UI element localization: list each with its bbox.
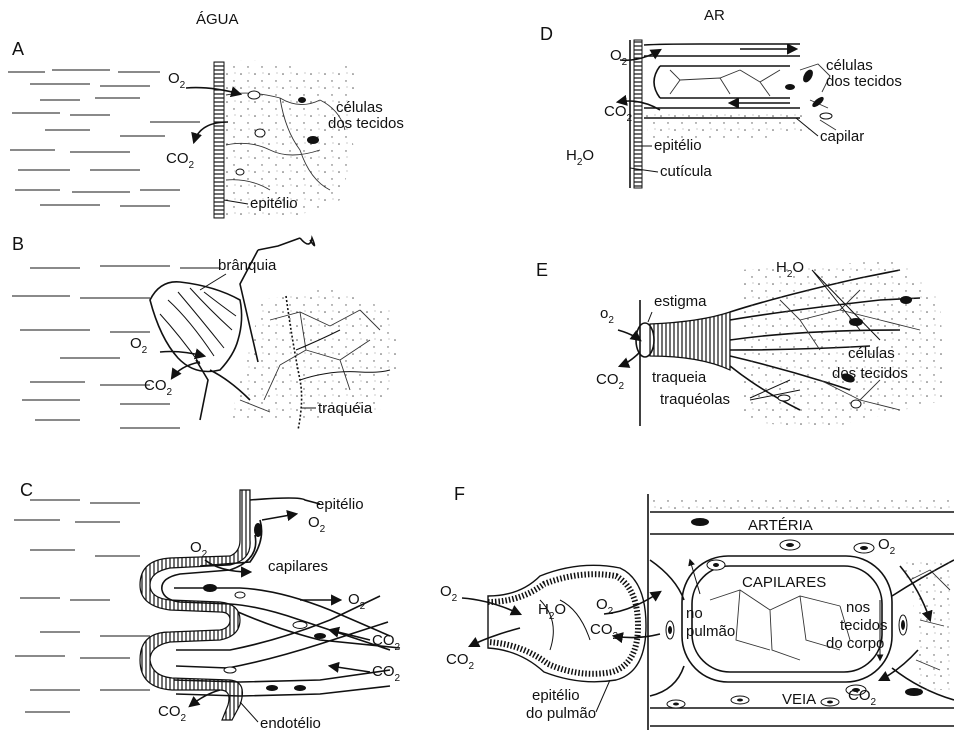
panel-f-co2-tissue-label: CO2 (848, 687, 877, 708)
panel-a: A O2 CO2 células dos tecidos epitélio (8, 39, 404, 218)
panel-f-artery-label: ARTÉRIA (748, 517, 813, 534)
panel-b-tissue (230, 288, 400, 420)
panel-e-tracheoles-label: traquéolas (660, 391, 730, 408)
panel-e-trachea-label: traqueia (652, 369, 707, 386)
panel-c-capillaries-label: capilares (268, 558, 328, 575)
panel-a-co2-label: CO2 (166, 150, 195, 171)
panel-e-trachea (650, 312, 730, 370)
panel-a-o2-label: O2 (168, 70, 186, 91)
panel-c-letter: C (20, 480, 33, 500)
panel-f-body-tissue (900, 560, 954, 690)
panel-f-lung-epithelium-label-1: epitélio (532, 687, 580, 704)
panel-f-alveolus-outer (488, 565, 646, 681)
panel-e-cells-label-1: células (848, 345, 895, 362)
panel-f-co2-from-tissue-arrow (880, 650, 918, 680)
panel-e-co2-label: CO2 (596, 371, 625, 392)
panel-c-o2-right-label: O2 (348, 591, 366, 612)
panel-f: F (440, 484, 954, 730)
panel-c-endothelium-label: endotélio (260, 715, 321, 732)
panel-f-h2o-label: H2O (538, 601, 566, 622)
panel-b-o2-arrow (160, 352, 204, 357)
panel-d-tissue (644, 44, 810, 142)
panel-f-o2-in-label: O2 (440, 583, 458, 604)
panel-c-co2-label-1: CO2 (372, 632, 401, 653)
panel-c-co2-label-2: CO2 (372, 663, 401, 684)
header-agua: ÁGUA (196, 11, 239, 28)
panel-c: C epitélio O2 O2 capilares O2 CO2 CO2 CO… (14, 480, 401, 732)
panel-c-epithelium-label: epitélio (316, 496, 364, 513)
panel-c-capillaries (162, 498, 400, 696)
panel-b-water-lines (12, 266, 220, 428)
panel-c-co2-arrow-2 (330, 666, 370, 672)
panel-a-cells-label-1: células (336, 99, 383, 116)
panel-f-co2-blood-label: CO2 (590, 621, 619, 642)
panel-d-epithelium-label: epitélio (654, 137, 702, 154)
panel-c-co2-arrow-3 (190, 690, 220, 706)
panel-a-tissue (226, 61, 360, 215)
panel-a-cells-label-2: dos tecidos (328, 115, 404, 132)
panel-f-co2-out-arrow (470, 628, 520, 646)
panel-d-cuticle-label: cutícula (660, 163, 712, 180)
panel-f-o2-tissue-label: O2 (878, 536, 896, 557)
panel-b-gill-label: brânquia (218, 257, 277, 274)
panel-f-lung-epithelium-pointer (596, 680, 610, 712)
panel-f-in-tissues-label-1: nos (846, 599, 870, 616)
panel-c-o2-arrow-top (262, 514, 296, 520)
panel-c-co2-label-3: CO2 (158, 703, 187, 724)
panel-d-epithelium-wall (634, 40, 642, 188)
panel-f-lung-epithelium-label-2: do pulmão (526, 705, 596, 722)
panel-e-stigma-label: estigma (654, 293, 707, 310)
panel-f-capillaries-label: CAPILARES (742, 574, 826, 591)
panel-d-h2o-label: H2O (566, 147, 594, 168)
panel-b-gill-filaments (160, 288, 236, 364)
panel-f-in-lung-label-2: pulmão (686, 623, 735, 640)
panel-f-in-lung-label-1: no (686, 605, 703, 622)
panel-d-co2-label: CO2 (604, 103, 633, 124)
panel-b-letter: B (12, 234, 24, 254)
panel-e: E o2 CO2 H2O estigma traqueia traquéolas… (536, 259, 945, 430)
panel-b: B O2 CO2 brânquia traquéia (12, 234, 400, 430)
panel-a-water-lines (8, 70, 200, 206)
panel-e-letter: E (536, 260, 548, 280)
panel-e-stigma-pointer (648, 312, 652, 322)
panel-e-tissue (740, 260, 945, 430)
panel-c-endothelium-pointer (240, 702, 258, 722)
panel-d-letter: D (540, 24, 553, 44)
panel-e-cells-label-2: dos tecidos (832, 365, 908, 382)
panel-b-gill-pointer (200, 274, 226, 290)
panel-d-cells-label-1: células (826, 57, 873, 74)
panel-b-trachea-label: traquéia (318, 400, 373, 417)
panel-b-o2-label: O2 (130, 335, 148, 356)
panel-e-co2-arrow (620, 352, 640, 366)
panel-f-co2-out-label: CO2 (446, 651, 475, 672)
panel-e-o2-label: o2 (600, 305, 614, 326)
panel-f-lung-epithelium (488, 574, 638, 674)
header-ar: AR (704, 7, 725, 24)
panel-a-letter: A (12, 39, 24, 59)
panel-a-epithelium-label: epitélio (250, 195, 298, 212)
panel-f-letter: F (454, 484, 465, 504)
panel-f-vein-label: VEIA (782, 691, 816, 708)
panel-b-co2-label: CO2 (144, 377, 173, 398)
panel-d-capillary-label: capilar (820, 128, 864, 145)
panel-f-in-tissues-label-2: tecidos (840, 617, 888, 634)
panel-d: D O2 CO2 H2O epitélio cutícula células d… (540, 24, 902, 188)
panel-d-o2-label: O2 (610, 47, 628, 68)
panel-c-o2-top-label: O2 (308, 514, 326, 535)
panel-c-water-lines (14, 500, 150, 712)
panel-f-in-tissues-label-3: do corpo (826, 635, 884, 652)
panel-d-cells-label-2: dos tecidos (826, 73, 902, 90)
panel-a-epithelium-wall (214, 62, 224, 218)
panel-f-o2-in-arrow (462, 598, 520, 614)
